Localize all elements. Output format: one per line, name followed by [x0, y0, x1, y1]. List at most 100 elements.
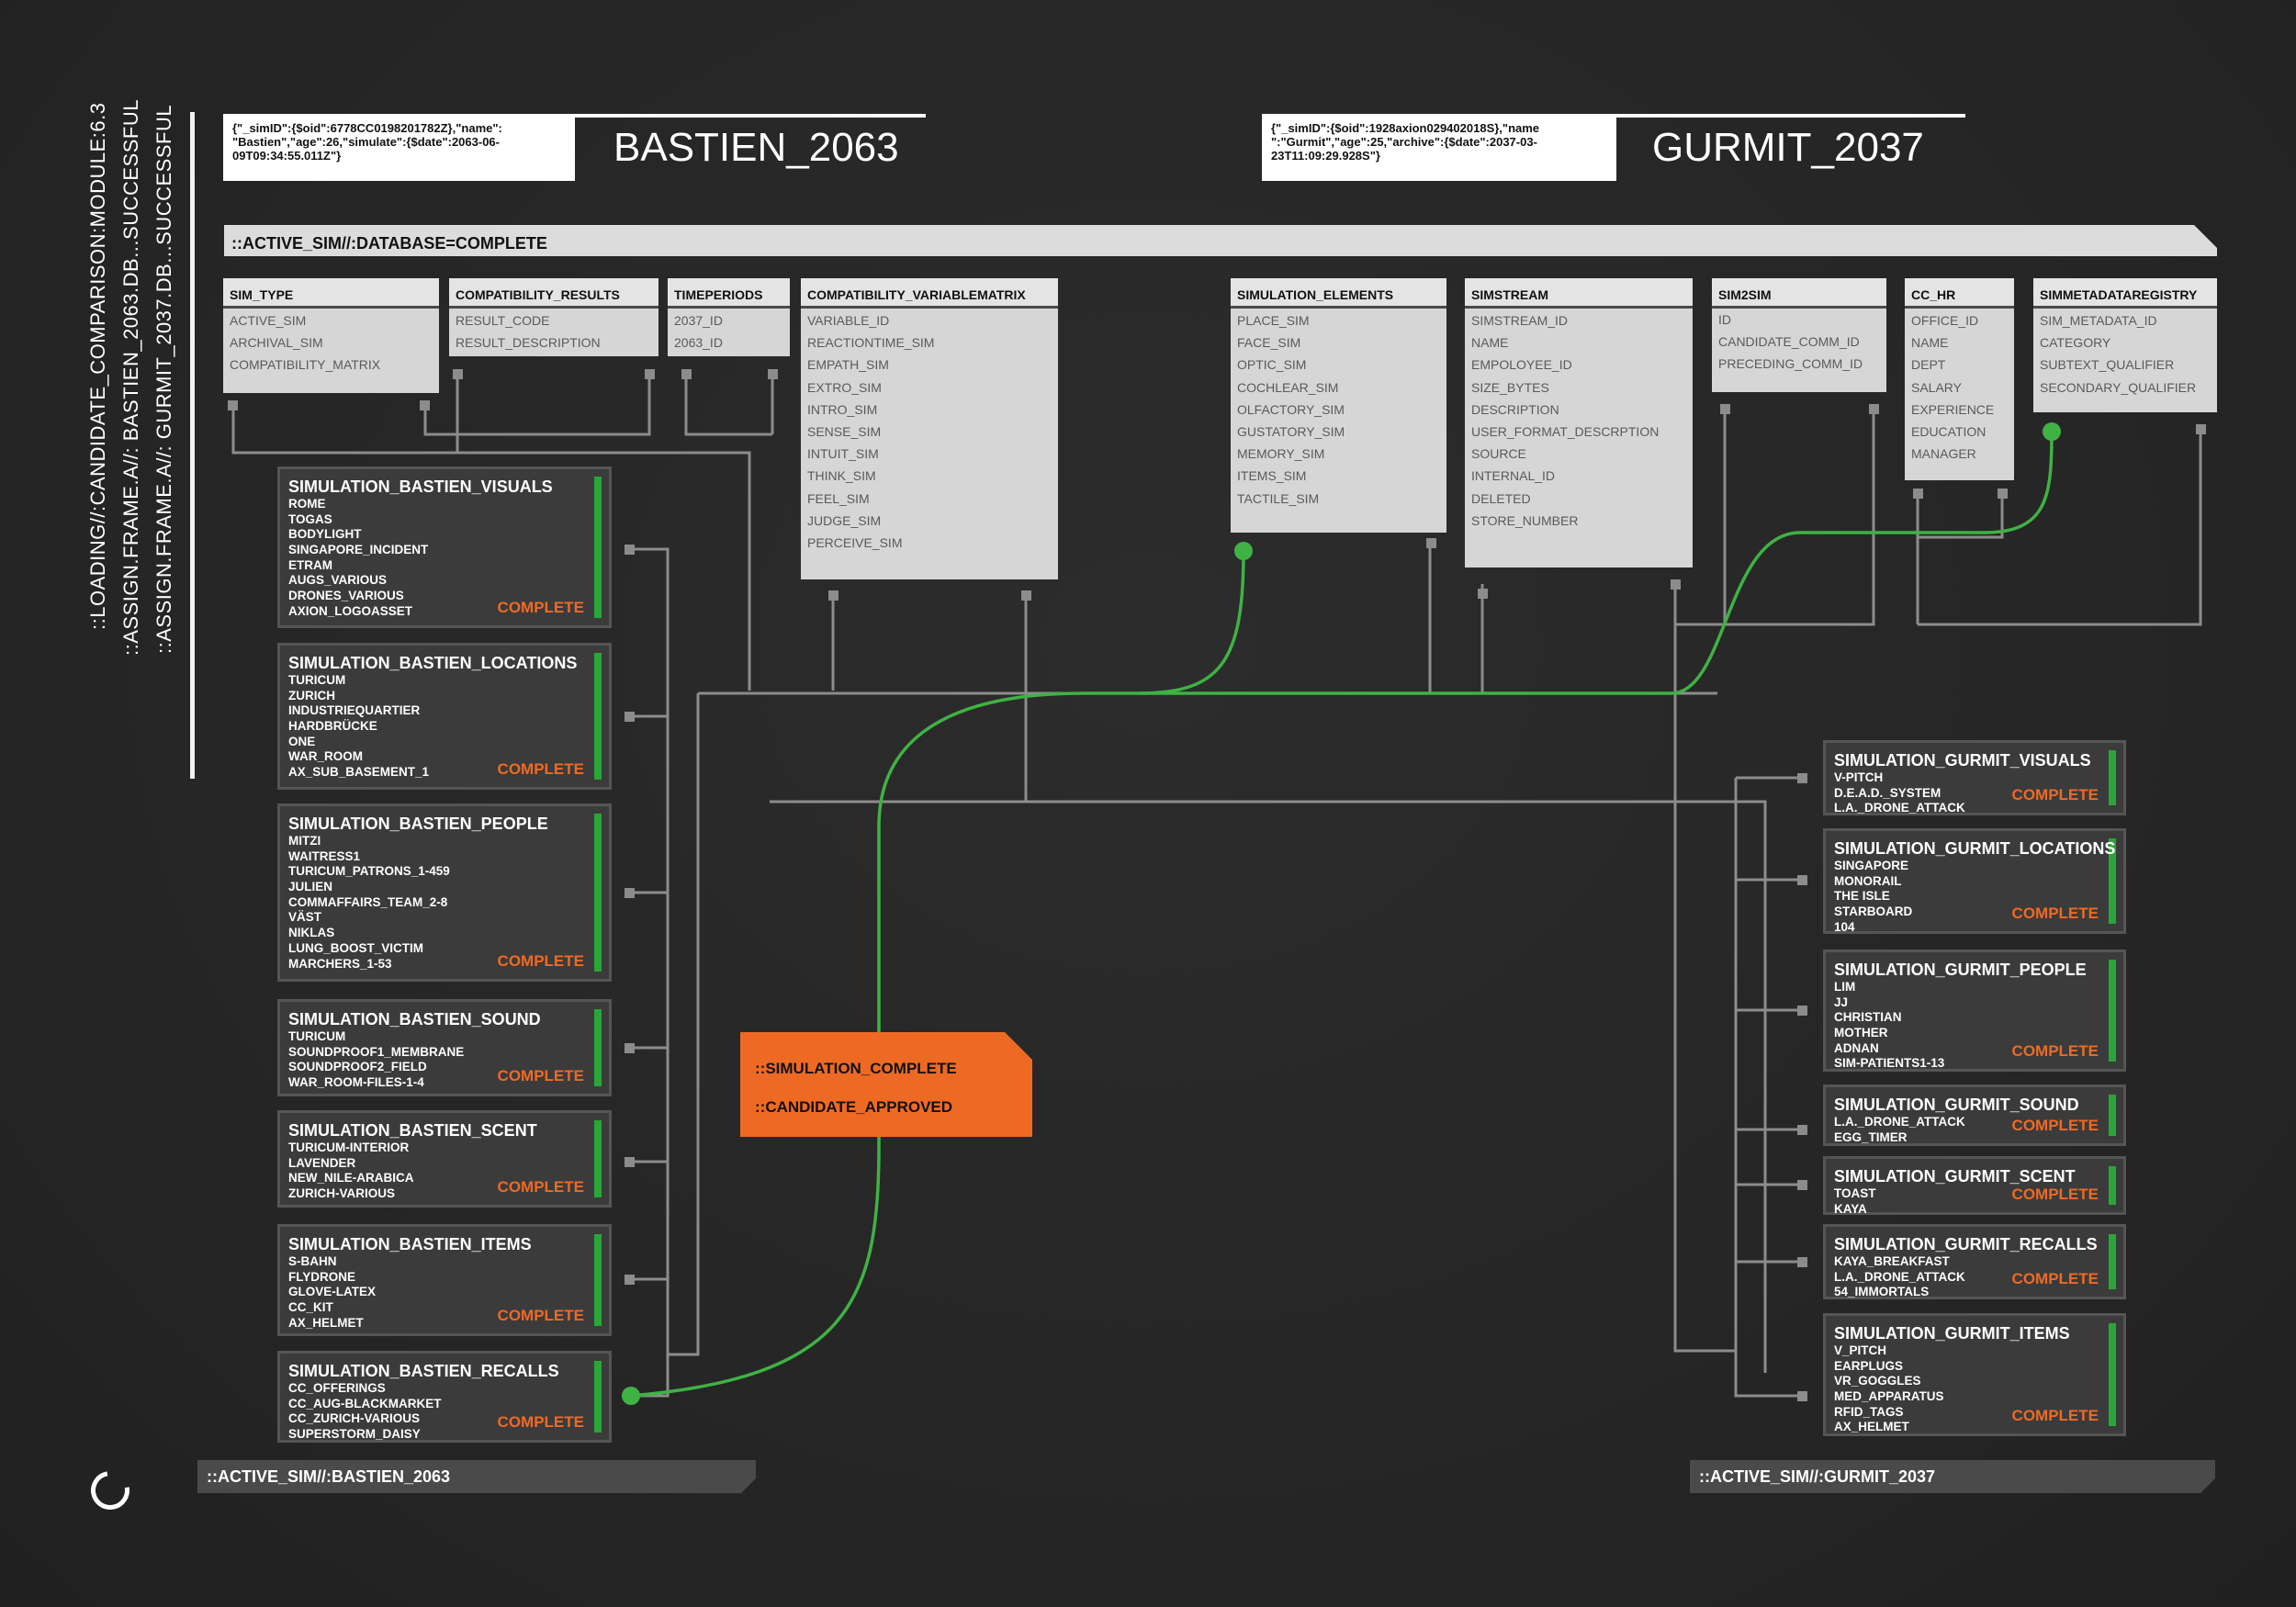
status-label: COMPLETE: [2011, 1186, 2099, 1203]
status-label: COMPLETE: [2011, 1270, 2099, 1287]
status-label: COMPLETE: [497, 760, 584, 778]
progress-bar: [594, 814, 602, 972]
table-field: TACTILE_SIM: [1237, 490, 1320, 506]
card-gurmit-recalls[interactable]: SIMULATION_GURMIT_RECALLS KAYA_BREAKFAST…: [1823, 1224, 2126, 1299]
table-field: JUDGE_SIM: [807, 512, 882, 528]
card-bastien-scent[interactable]: SIMULATION_BASTIEN_SCENT TURICUM-INTERIO…: [277, 1110, 612, 1208]
card-gurmit-visuals[interactable]: SIMULATION_GURMIT_VISUALS V-PITCH D.E.A.…: [1823, 740, 2126, 815]
card-item: VR_GOGGLES: [1834, 1374, 1921, 1388]
table-sim-type[interactable]: SIM_TYPE ACTIVE_SIM ARCHIVAL_SIM COMPATI…: [223, 278, 439, 393]
table-header: COMPATIBILITY_RESULTS: [449, 278, 658, 309]
card-item: BODYLIGHT: [288, 527, 362, 542]
card-item: JULIEN: [288, 880, 333, 894]
card-item: MOTHER: [1834, 1026, 1888, 1040]
table-timeperiods[interactable]: TIMEPERIODS 2037_ID 2063_ID: [668, 278, 790, 356]
progress-bar: [2109, 1234, 2116, 1289]
card-title: SIMULATION_BASTIEN_SOUND: [288, 1010, 541, 1028]
table-field: COCHLEAR_SIM: [1237, 379, 1339, 395]
table-header: SIM_TYPE: [223, 278, 439, 309]
table-header: TIMEPERIODS: [668, 278, 790, 309]
status-label: COMPLETE: [2011, 786, 2099, 804]
card-bastien-visuals[interactable]: SIMULATION_BASTIEN_VISUALS ROME TOGAS BO…: [277, 466, 612, 628]
card-item: S-BAHN: [288, 1254, 337, 1268]
table-field: RESULT_DESCRIPTION: [456, 335, 601, 351]
card-gurmit-scent[interactable]: SIMULATION_GURMIT_SCENT TOAST KAYA COMPL…: [1823, 1156, 2126, 1216]
card-gurmit-sound[interactable]: SIMULATION_GURMIT_SOUND L.A._DRONE_ATTAC…: [1823, 1084, 2126, 1146]
card-item: AXION_LOGOASSET: [288, 603, 413, 618]
table-field: INTUIT_SIM: [807, 446, 879, 462]
card-item: RFID_TAGS: [1834, 1404, 1904, 1419]
table-field: EXTRO_SIM: [807, 379, 882, 395]
gray-connectors: [231, 373, 2202, 1398]
table-cc-hr[interactable]: CC_HR OFFICE_ID NAME DEPT SALARY EXPERIE…: [1905, 278, 2014, 480]
card-item: WAR_ROOM: [288, 749, 363, 764]
table-field: REACTIONTIME_SIM: [807, 335, 935, 351]
card-title: SIMULATION_GURMIT_VISUALS: [1834, 751, 2091, 770]
card-gurmit-items[interactable]: SIMULATION_GURMIT_ITEMS V_PITCH EARPLUGS…: [1823, 1313, 2126, 1436]
approval-callout[interactable]: ::SIMULATION_COMPLETE ::CANDIDATE_APPROV…: [740, 1032, 1032, 1137]
status-label: COMPLETE: [2011, 1042, 2099, 1060]
table-simmetadataregistry[interactable]: SIMMETADATAREGISTRY SIM_METADATA_ID CATE…: [2033, 278, 2217, 412]
table-field: OFFICE_ID: [1911, 313, 1979, 328]
table-compatibility-variablematrix[interactable]: COMPATIBILITY_VARIABLEMATRIX VARIABLE_ID…: [801, 278, 1058, 579]
card-item: AUGS_VARIOUS: [288, 573, 388, 588]
table-field: DEPT: [1911, 357, 1946, 373]
table-field: FEEL_SIM: [807, 490, 870, 506]
card-item: WAR_ROOM-FILES-1-4: [288, 1075, 424, 1090]
table-field: MEMORY_SIM: [1237, 446, 1325, 462]
card-item: MITZI: [288, 834, 321, 848]
card-gurmit-people[interactable]: SIMULATION_GURMIT_PEOPLE LIM JJ CHRISTIA…: [1823, 950, 2126, 1072]
card-item: COMMAFFAIRS_TEAM_2-8: [288, 894, 448, 909]
card-item: LIM: [1834, 980, 1856, 994]
card-item: NEW_NILE-ARABICA: [288, 1171, 414, 1186]
table-field: PLACE_SIM: [1237, 313, 1310, 328]
table-field: NAME: [1471, 335, 1509, 351]
card-title: SIMULATION_BASTIEN_PEOPLE: [288, 815, 548, 833]
table-field: SUBTEXT_QUALIFIER: [2040, 357, 2175, 373]
log-line-2: ::ASSIGN.FRAME.A//: BASTIEN_2063.DB...SU…: [119, 99, 142, 656]
card-item: KAYA_BREAKFAST: [1834, 1254, 1950, 1268]
table-simulation-elements[interactable]: SIMULATION_ELEMENTS PLACE_SIM FACE_SIM O…: [1231, 278, 1446, 533]
card-item: SOUNDPROOF1_MEMBRANE: [288, 1044, 465, 1059]
table-sim2sim[interactable]: SIM2SIM ID CANDIDATE_COMM_ID PRECEDING_C…: [1712, 278, 1886, 392]
card-item: AX_SUB_BASEMENT_1: [288, 765, 430, 780]
bastien-json-record: {"_simID":{$oid":6778CC0198201782Z},"nam…: [223, 114, 575, 181]
card-item: STARBOARD: [1834, 905, 1913, 919]
table-header: SIMMETADATAREGISTRY: [2033, 278, 2217, 309]
card-bastien-people[interactable]: SIMULATION_BASTIEN_PEOPLE MITZI WAITRESS…: [277, 804, 612, 982]
progress-bar: [594, 653, 602, 780]
card-item: MED_APPARATUS: [1834, 1389, 1944, 1404]
bastien-name-title: BASTIEN_2063: [613, 125, 899, 170]
card-item: MARCHERS_1-53: [288, 956, 392, 971]
card-bastien-recalls[interactable]: SIMULATION_BASTIEN_RECALLS CC_OFFERINGS …: [277, 1351, 612, 1443]
table-simstream[interactable]: SIMSTREAM SIMSTREAM_ID NAME EMPOLOYEE_ID…: [1465, 278, 1693, 568]
card-bastien-sound[interactable]: SIMULATION_BASTIEN_SOUND TURICUM SOUNDPR…: [277, 999, 612, 1096]
table-header: CC_HR: [1905, 278, 2014, 309]
table-field: SALARY: [1911, 379, 1962, 395]
card-title: SIMULATION_BASTIEN_LOCATIONS: [288, 654, 578, 672]
card-item: D.E.A.D._SYSTEM: [1834, 785, 1941, 800]
link-endpoints: [622, 422, 2061, 1405]
card-bastien-locations[interactable]: SIMULATION_BASTIEN_LOCATIONS TURICUM ZUR…: [277, 643, 612, 790]
card-title: SIMULATION_GURMIT_SCENT: [1834, 1167, 2076, 1186]
table-field: OLFACTORY_SIM: [1237, 401, 1345, 417]
card-item: CC_OFFERINGS: [288, 1381, 386, 1395]
card-item: SIM-PATIENTS1-13: [1834, 1056, 1945, 1071]
card-gurmit-locations[interactable]: SIMULATION_GURMIT_LOCATIONS SINGAPORE MO…: [1823, 828, 2126, 934]
card-bastien-items[interactable]: SIMULATION_BASTIEN_ITEMS S-BAHN FLYDRONE…: [277, 1224, 612, 1336]
card-item: CC_KIT: [288, 1300, 333, 1315]
card-item: KAYA: [1834, 1201, 1867, 1216]
table-field: INTRO_SIM: [807, 401, 878, 417]
progress-bar: [594, 1009, 602, 1086]
card-title: SIMULATION_BASTIEN_VISUALS: [288, 478, 553, 496]
table-field: EXPERIENCE: [1911, 401, 1995, 417]
card-title: SIMULATION_GURMIT_SOUND: [1834, 1096, 2079, 1114]
status-label: COMPLETE: [2011, 1407, 2099, 1424]
card-item: L.A._DRONE_ATTACK: [1834, 1115, 1965, 1129]
table-field: VARIABLE_ID: [807, 313, 890, 328]
card-title: SIMULATION_GURMIT_PEOPLE: [1834, 961, 2087, 979]
table-compatibility-results[interactable]: COMPATIBILITY_RESULTS RESULT_CODE RESULT…: [449, 278, 658, 356]
card-title: SIMULATION_GURMIT_ITEMS: [1834, 1324, 2070, 1343]
